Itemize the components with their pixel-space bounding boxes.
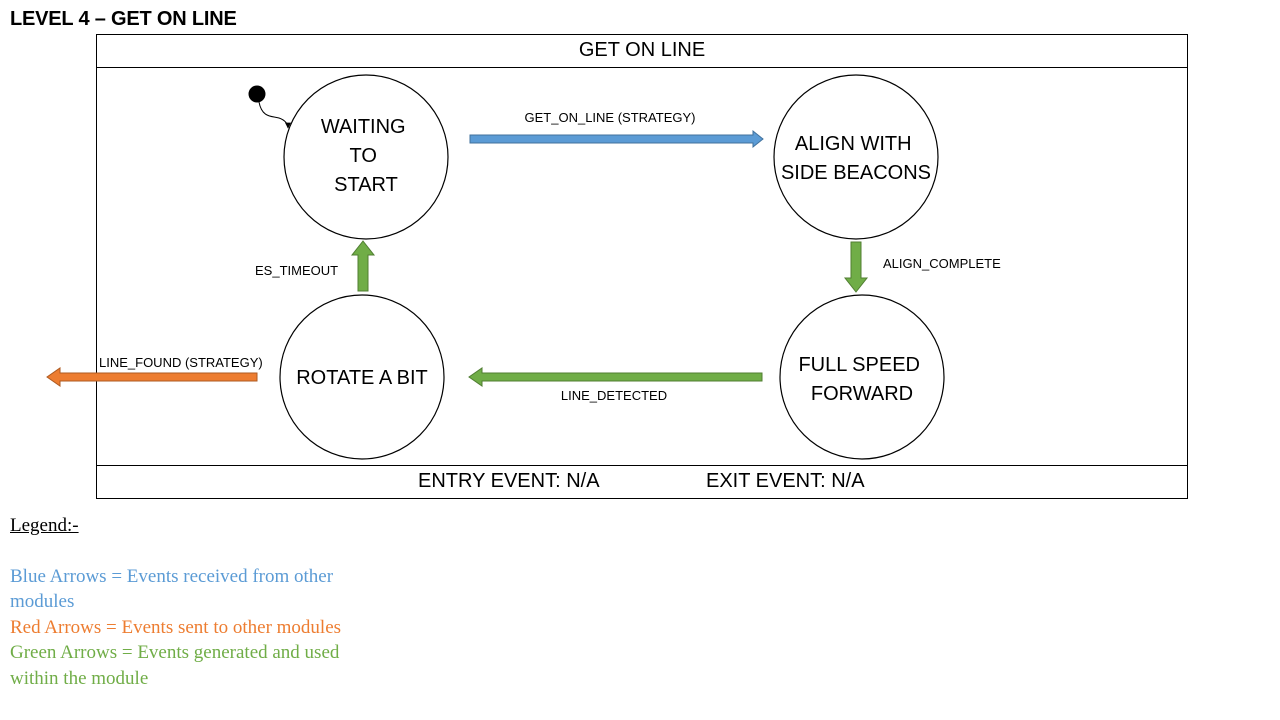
state-align-with-side-beacons — [773, 74, 939, 240]
state-align-label: ALIGN WITH SIDE BEACONS — [781, 133, 931, 184]
get-on-line-label: GET_ON_LINE (STRATEGY) — [525, 110, 696, 125]
state-waiting-to-start-label: WAITING TO START — [321, 116, 411, 196]
state-waiting-to-start — [283, 74, 449, 240]
state-full-speed-line-2: FORWARD — [811, 383, 913, 405]
es-timeout-arrow — [350, 240, 376, 292]
state-rotate-label: ROTATE A BIT — [296, 367, 428, 389]
legend: Legend:- Blue Arrows = Events received f… — [10, 513, 350, 691]
legend-red-arrows: Red Arrows = Events sent to other module… — [10, 616, 342, 638]
legend-green-arrows: Green Arrows = Events generated and used… — [10, 642, 340, 689]
page-title: LEVEL 4 – GET ON LINE — [10, 8, 237, 30]
state-full-speed-line-1: FULL SPEED — [798, 354, 920, 376]
initial-transition-arrow — [258, 101, 291, 129]
state-machine-frame: GET ON LINE ENTRY EVENT: N/A EXIT EVENT:… — [96, 34, 1188, 499]
state-waiting-line-3: START — [334, 174, 398, 196]
state-align-line-2: SIDE BEACONS — [781, 162, 931, 184]
state-waiting-line-1: WAITING — [321, 116, 406, 138]
state-rotate-line-1: ROTATE A BIT — [296, 367, 428, 389]
line-found-arrow — [46, 367, 258, 387]
state-waiting-line-2: TO — [350, 145, 377, 167]
get-on-line-arrow — [469, 129, 764, 149]
legend-title: Legend:- — [10, 515, 79, 536]
line-detected-label: LINE_DETECTED — [561, 388, 667, 403]
initial-state-dot — [248, 85, 266, 103]
align-complete-label: ALIGN_COMPLETE — [883, 256, 1001, 271]
state-full-speed-forward — [779, 294, 945, 460]
state-rotate-a-bit — [279, 294, 445, 460]
exit-event-label: EXIT EVENT: N/A — [706, 470, 865, 492]
line-detected-arrow — [468, 367, 763, 387]
line-found-label: LINE_FOUND (STRATEGY) — [99, 355, 263, 370]
state-full-speed-label: FULL SPEED FORWARD — [798, 354, 925, 405]
align-complete-arrow — [843, 241, 869, 293]
legend-blue-arrows: Blue Arrows = Events received from other… — [10, 565, 334, 613]
es-timeout-label: ES_TIMEOUT — [255, 263, 338, 278]
entry-event-label: ENTRY EVENT: N/A — [418, 470, 600, 492]
frame-footer: ENTRY EVENT: N/A EXIT EVENT: N/A — [97, 465, 1187, 498]
state-align-line-1: ALIGN WITH — [795, 133, 912, 155]
frame-header: GET ON LINE — [97, 35, 1187, 68]
